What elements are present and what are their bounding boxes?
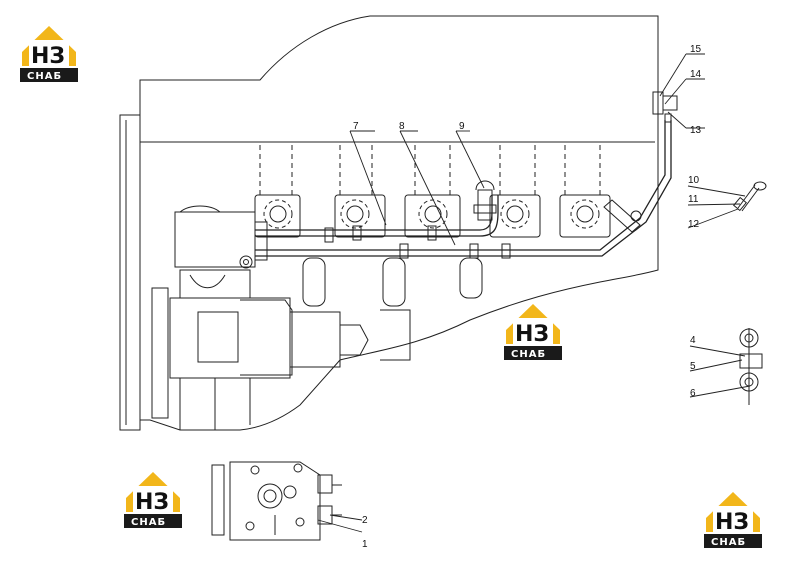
- callout-7: 7: [353, 121, 359, 132]
- callout-13: 13: [690, 125, 702, 136]
- logo-mark: НЗ: [135, 490, 169, 515]
- callout-2: 2: [362, 515, 368, 526]
- callout-8: 8: [399, 121, 405, 132]
- callout-11: 11: [688, 194, 699, 205]
- logo-sub: СНАБ: [131, 517, 166, 528]
- logo-mark: НЗ: [31, 44, 65, 69]
- callout-10: 10: [688, 175, 700, 186]
- logo-mark: НЗ: [715, 510, 749, 535]
- pump-housing: [151, 287, 369, 430]
- callout-labels: 1 2 7 8 9 15 14 13 10 11 12 4 5 6: [353, 44, 702, 550]
- callout-1: 1: [362, 539, 368, 550]
- brand-logo: НЗ СНАБ: [122, 468, 184, 530]
- callout-12: 12: [688, 219, 700, 230]
- filter-housing: [174, 205, 268, 299]
- logo-sub: СНАБ: [511, 349, 546, 360]
- callout-5: 5: [690, 361, 696, 372]
- callout-4: 4: [690, 335, 696, 346]
- side-plate: [119, 114, 141, 431]
- callout-9: 9: [459, 121, 465, 132]
- brand-logo: НЗ СНАБ: [18, 22, 80, 84]
- brand-logo: НЗ СНАБ: [702, 488, 764, 550]
- right-bracket: [603, 199, 642, 233]
- pipes: [255, 120, 672, 257]
- cylinder-dashes: [259, 145, 601, 195]
- callout-14: 14: [690, 69, 702, 80]
- brand-logo: НЗ СНАБ: [502, 300, 564, 362]
- valve-9: [473, 180, 497, 221]
- detail-4-6: [739, 328, 763, 405]
- callout-6: 6: [690, 388, 696, 399]
- callout-15: 15: [690, 44, 702, 55]
- fitting-13-15: [652, 91, 678, 123]
- injector-bosses: [254, 194, 611, 238]
- lower-brackets: [302, 257, 483, 361]
- engine-block-outline: [139, 15, 659, 431]
- logo-mark: НЗ: [515, 322, 549, 347]
- leader-lines: [317, 53, 751, 533]
- logo-sub: СНАБ: [27, 71, 62, 82]
- pipe-couplings: [324, 225, 511, 259]
- logo-sub: СНАБ: [711, 537, 746, 548]
- detail-10-12: [733, 181, 767, 212]
- bottom-detail: [211, 461, 342, 541]
